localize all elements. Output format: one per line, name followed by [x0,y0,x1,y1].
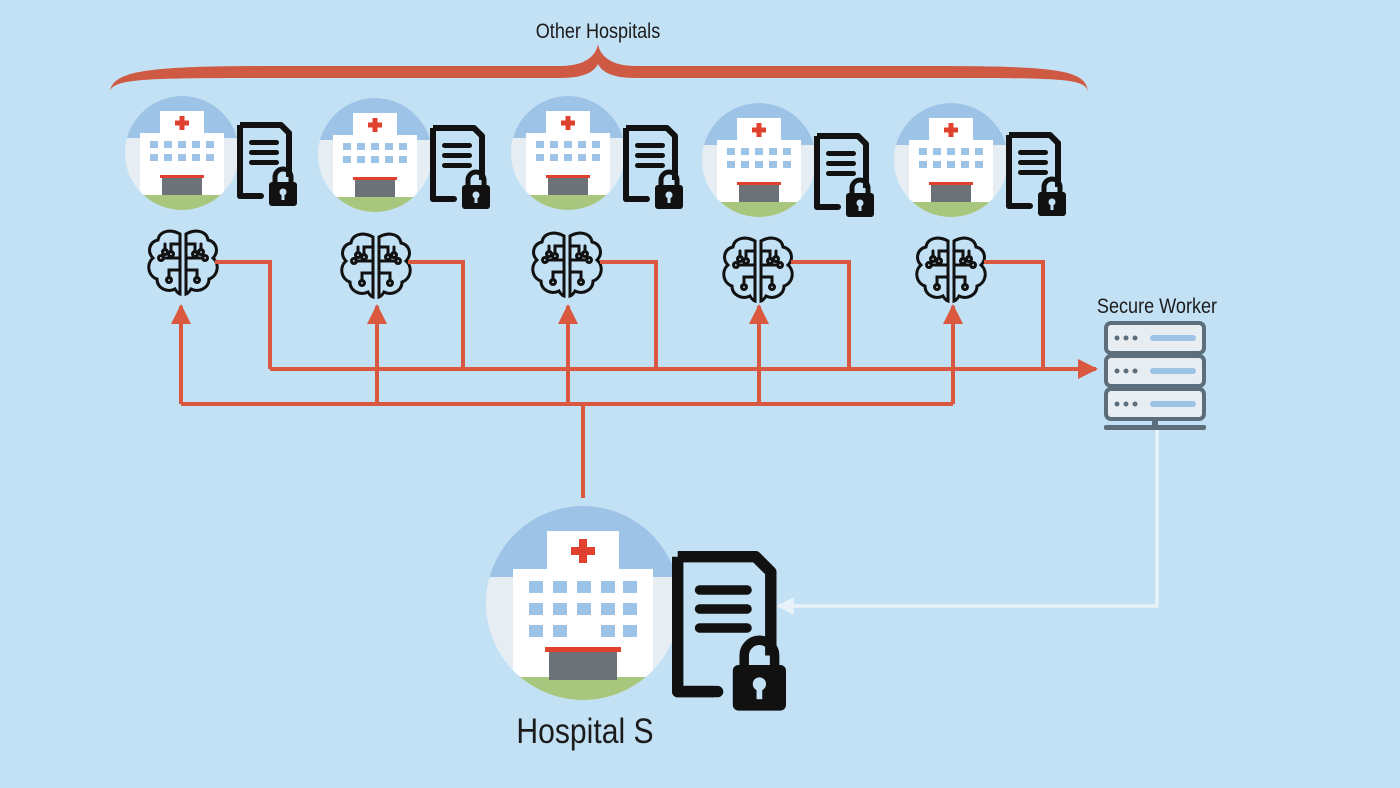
locked-document-icon [626,128,683,209]
other-hospitals-brace [110,44,1088,92]
model-to-worker-links [215,260,1098,379]
hospital-icon [891,100,1011,225]
locked-document-icon [678,557,786,711]
hospital-icon [122,93,242,218]
hospital-s-label: Hospital S [516,712,654,751]
hospital-icon [315,95,435,220]
locked-document-icon [433,128,490,209]
other-hospitals-label: Other Hospitals [535,20,661,43]
brain-circuit-icon [531,231,603,298]
brain-circuit-icon [915,236,987,303]
hospital-icon [699,100,819,225]
locked-document-icon [240,125,297,206]
locked-document-icon [1009,135,1066,216]
model-distribution-links [171,304,963,498]
hospital-icon [508,93,628,218]
other-hospital-5 [891,100,1066,303]
locked-document-icon [817,136,874,217]
worker-to-hospital-link [776,430,1159,615]
brain-circuit-icon [340,232,412,299]
main-hospital [483,503,786,711]
server-icon [1104,321,1206,430]
secure-worker-label: Secure Worker [1096,295,1218,318]
brain-circuit-icon [147,229,219,296]
brain-circuit-icon [722,236,794,303]
hospital-icon [483,503,683,705]
